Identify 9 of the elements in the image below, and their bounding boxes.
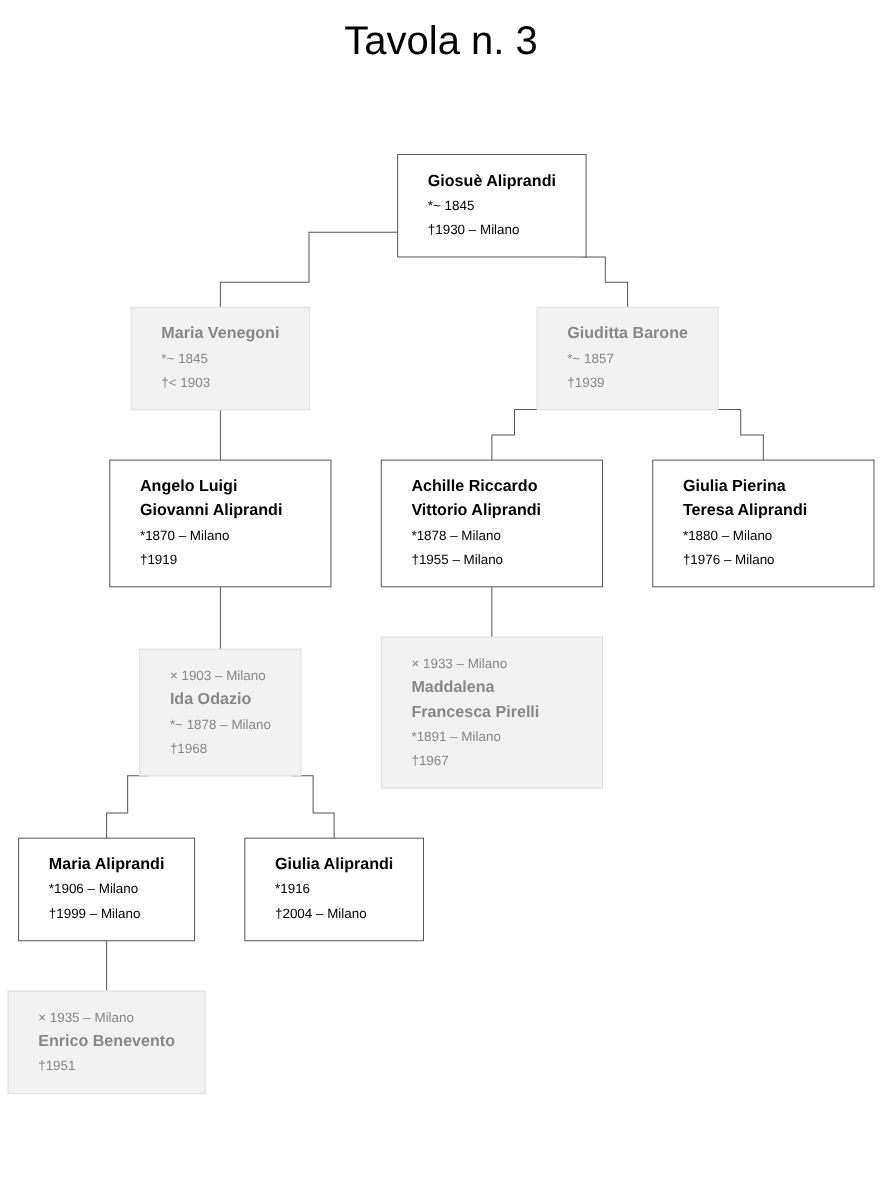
connector [491, 586, 493, 638]
connector [106, 940, 108, 992]
connector [491, 409, 538, 461]
connector [219, 231, 399, 308]
title: Tavola n. 3 [342, 20, 540, 66]
connector [582, 256, 629, 308]
connector [219, 409, 221, 461]
connector [717, 409, 764, 461]
connector [219, 586, 221, 650]
